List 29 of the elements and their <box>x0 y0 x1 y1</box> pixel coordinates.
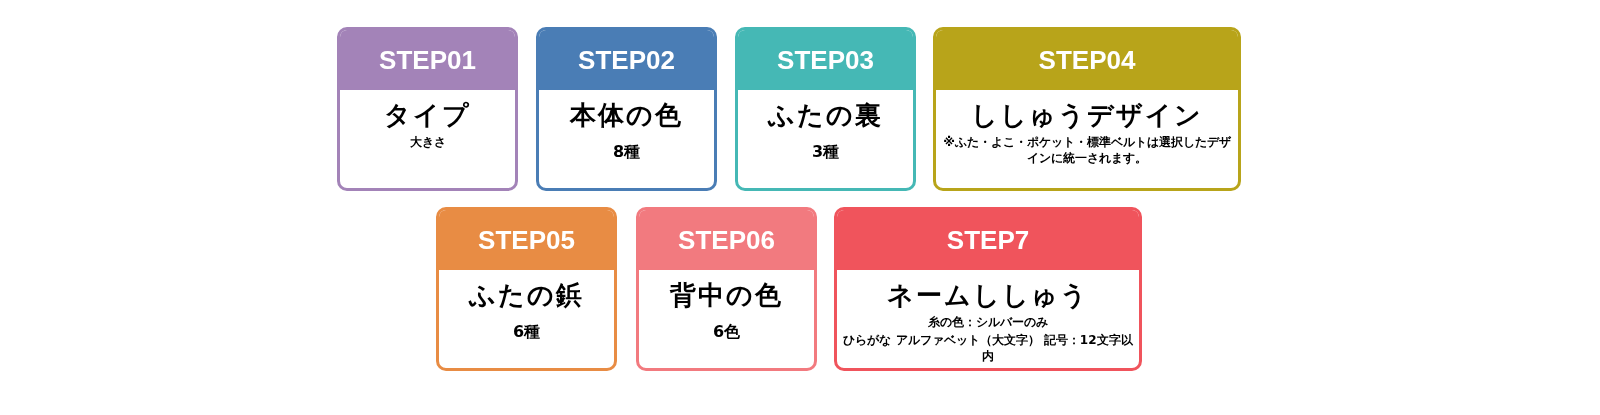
step-number: STEP06 <box>678 223 775 257</box>
step-card <box>735 27 916 191</box>
step-card <box>436 207 617 371</box>
step-note: 6種 <box>512 321 541 343</box>
step-title: ふたの裏 <box>768 99 883 132</box>
step-number: STEP7 <box>946 223 1030 257</box>
step-note: 3種 <box>811 141 840 163</box>
step-card <box>834 207 1142 371</box>
step-title: ネームししゅう <box>887 279 1089 312</box>
step-card <box>337 27 518 191</box>
step-note: 大きさ <box>409 134 446 150</box>
step-note: 糸の色：シルバーのみ <box>928 314 1048 330</box>
step-card <box>536 27 717 191</box>
step-title: タイプ <box>384 99 471 132</box>
step-number: STEP04 <box>1038 43 1136 77</box>
step-title: ふたの鋲 <box>469 279 584 312</box>
step-title: 背中の色 <box>670 279 783 312</box>
step-card <box>636 207 817 371</box>
step-number: STEP05 <box>478 223 575 257</box>
step-number: STEP03 <box>777 43 874 77</box>
step-note: 8種 <box>612 141 641 163</box>
step-note: ※ふた・よこ・ポケット・標準ベルトは選択したデザインに統一されます。 <box>942 134 1232 166</box>
step-note: ひらがな アルファベット（大文字） 記号：12文字以内 <box>843 332 1133 364</box>
step-number: STEP02 <box>578 43 675 77</box>
step-number: STEP01 <box>379 43 476 77</box>
step-card <box>933 27 1241 191</box>
step-note: 6色 <box>712 321 741 343</box>
step-title: ししゅうデザイン <box>971 99 1203 132</box>
step-title: 本体の色 <box>570 99 683 132</box>
